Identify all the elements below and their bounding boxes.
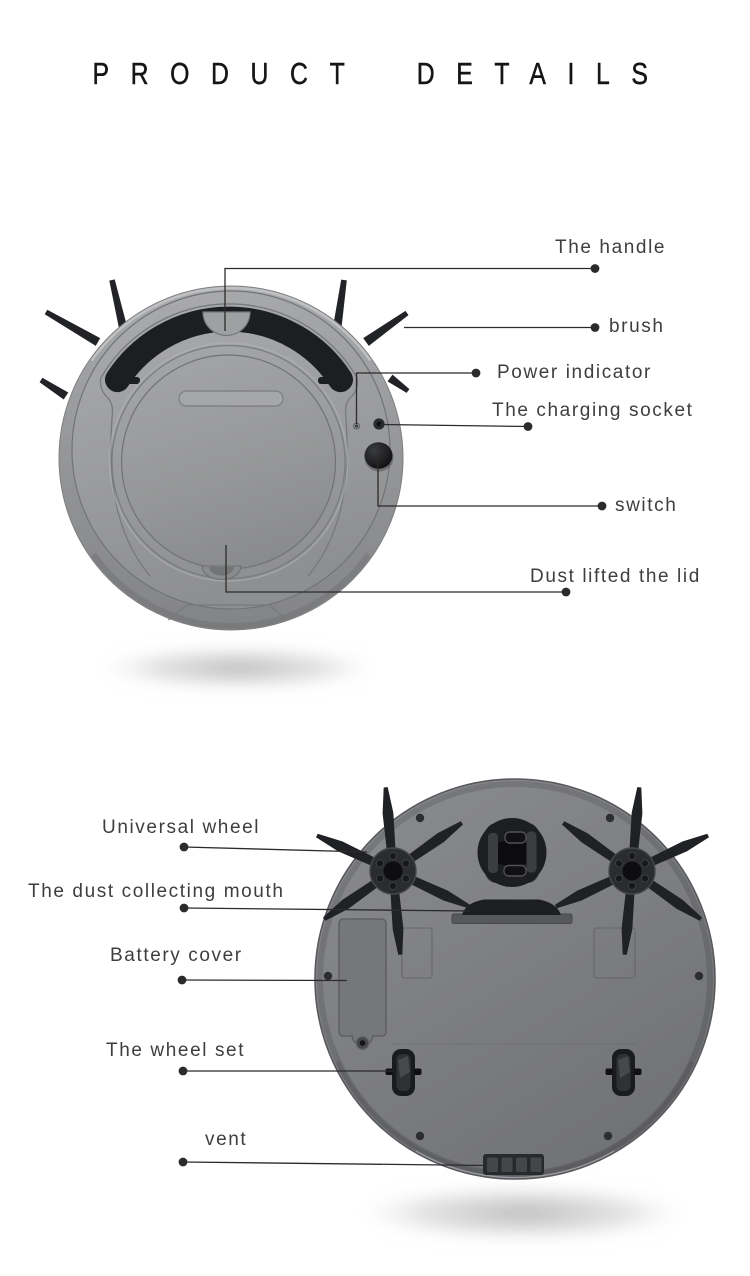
label-universal-wheel: Universal wheel: [102, 817, 261, 838]
label-dust-lid: Dust lifted the lid: [530, 566, 701, 587]
base-plate-seams: [392, 927, 637, 1045]
lid-latch-shadow: [209, 566, 234, 576]
callout-line-vent: [182, 1161, 488, 1167]
top-view-callout-dots: [471, 264, 607, 597]
dust-lid: [120, 354, 337, 570]
callout-dot-dust-mouth: [179, 903, 189, 913]
page-title: PRODUCT DETAILS: [92, 56, 670, 92]
callout-line-charging-socket: [379, 423, 529, 428]
callout-dot-charging-socket: [523, 422, 533, 431]
robot-top-view: [39, 264, 607, 692]
top-view-shadow: [88, 644, 388, 692]
robot-bottom-view: [177, 778, 716, 1244]
universal-wheel: [477, 818, 547, 887]
handle-finger-notch: [202, 311, 251, 337]
side-brush-left: [316, 787, 470, 955]
label-handle: The handle: [555, 237, 667, 258]
lid-groove-highlight: [108, 342, 349, 582]
label-battery-cover: Battery cover: [110, 945, 243, 966]
callout-dot-dust-lid: [561, 587, 571, 597]
label-brush: brush: [609, 316, 665, 337]
charging-socket-pin: [376, 421, 382, 427]
dust-collecting-mouth: [451, 899, 573, 924]
callout-line-switch: [377, 457, 602, 507]
label-power-indicator: Power indicator: [497, 362, 652, 383]
bottom-view-callout-lines: [181, 846, 488, 1167]
handle-end-tab-left: [127, 377, 140, 384]
label-vent: vent: [205, 1129, 248, 1150]
callout-dot-handle: [590, 264, 600, 273]
callout-dot-power-indicator: [471, 368, 481, 378]
base-rim-bottom-highlight: [415, 1150, 615, 1179]
callout-dot-battery-cover: [177, 975, 187, 985]
callout-dot-vent: [178, 1157, 188, 1167]
callout-dot-brush: [590, 323, 600, 332]
callout-line-dust-lid: [225, 545, 566, 593]
bottom-view-shadow: [345, 1182, 701, 1244]
handle-end-tab-right: [318, 377, 331, 384]
callout-dot-universal-wheel: [179, 842, 189, 852]
wheel-left: [385, 1049, 422, 1096]
label-charging-socket: The charging socket: [492, 400, 694, 421]
wheel-right: [605, 1049, 642, 1096]
battery-cover: [338, 918, 387, 1050]
lid-handle-slot: [178, 390, 284, 407]
vent-grille: [483, 1154, 544, 1175]
callout-line-battery-cover: [181, 979, 348, 982]
callout-line-handle: [224, 267, 595, 331]
callout-dot-switch: [597, 501, 607, 511]
body-top-highlight-arc: [90, 286, 372, 362]
label-switch: switch: [615, 495, 678, 516]
power-indicator-led-core: [355, 424, 358, 428]
label-dust-collecting-mouth: The dust collecting mouth: [28, 881, 285, 902]
callout-line-universal-wheel: [183, 846, 368, 853]
callout-line-dust-mouth: [183, 907, 471, 912]
base-plate-screws: [323, 813, 704, 1141]
side-brush-right: [555, 787, 709, 955]
callout-dot-wheel-set: [178, 1066, 188, 1076]
bottom-view-callout-dots: [177, 842, 189, 1167]
body-bottom-shading-arc: [90, 552, 372, 630]
label-wheel-set: The wheel set: [106, 1040, 246, 1061]
top-plate-seams: [99, 303, 359, 621]
power-switch-button: [364, 442, 393, 469]
callout-line-power-indicator: [355, 372, 476, 424]
top-view-callout-lines: [224, 267, 602, 593]
